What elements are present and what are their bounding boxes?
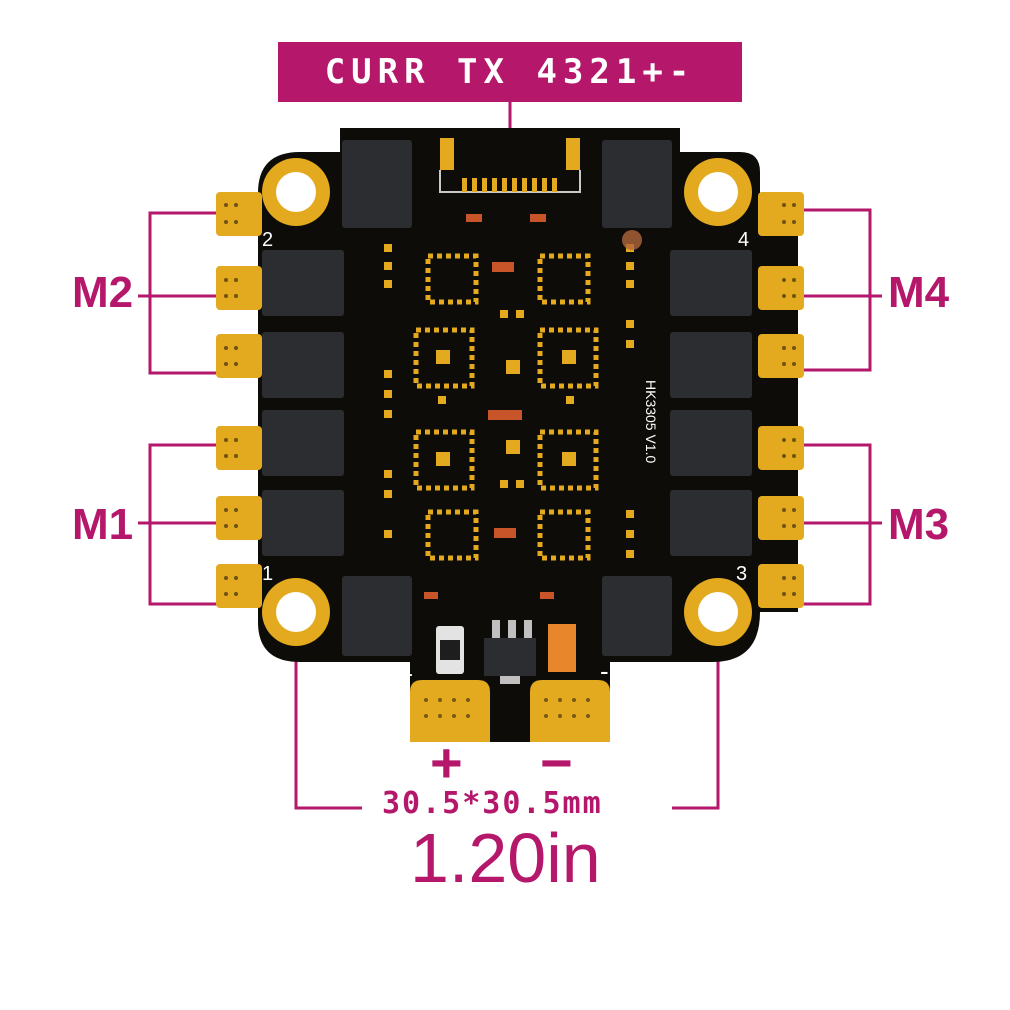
motor-label-m1: M1 xyxy=(72,500,134,549)
left-motor-pads xyxy=(216,192,262,608)
driver-chips xyxy=(413,253,599,561)
corner-number-3: 3 xyxy=(736,563,747,585)
width-dim-right xyxy=(672,628,720,810)
power-pads xyxy=(410,680,610,742)
m4-bracket xyxy=(800,208,882,372)
passive-components xyxy=(384,214,642,599)
dimension-metric: 30.5*30.5mm xyxy=(382,786,603,821)
dimension-imperial: 1.20in xyxy=(410,819,601,897)
corner-number-1: 1 xyxy=(262,563,273,585)
motor-label-m4: M4 xyxy=(888,268,950,317)
top-connector xyxy=(439,138,581,193)
power-minus-label: − xyxy=(540,731,573,794)
m1-bracket xyxy=(138,443,220,606)
dimension-lines xyxy=(138,102,882,810)
motor-label-m2: M2 xyxy=(72,268,134,317)
m3-bracket xyxy=(800,443,882,606)
board-model-silk: HK3305 V1.0 xyxy=(643,380,659,463)
power-plus-label: + xyxy=(430,731,463,794)
motor-label-m3: M3 xyxy=(888,500,950,549)
silk-plus: + xyxy=(398,660,413,690)
pin-label-box: CURR TX 4321+- xyxy=(278,42,742,102)
pad-dots xyxy=(224,203,796,596)
width-dim-left xyxy=(294,628,362,810)
chip-centers xyxy=(436,350,576,466)
silk-minus: - xyxy=(600,656,609,686)
m2-bracket xyxy=(138,211,220,375)
corner-number-4: 4 xyxy=(738,229,749,251)
corner-number-2: 2 xyxy=(262,229,273,251)
right-motor-pads xyxy=(758,192,804,608)
mosfets xyxy=(262,140,752,656)
voltage-regulator xyxy=(436,620,576,684)
mounting-holes xyxy=(262,158,752,646)
